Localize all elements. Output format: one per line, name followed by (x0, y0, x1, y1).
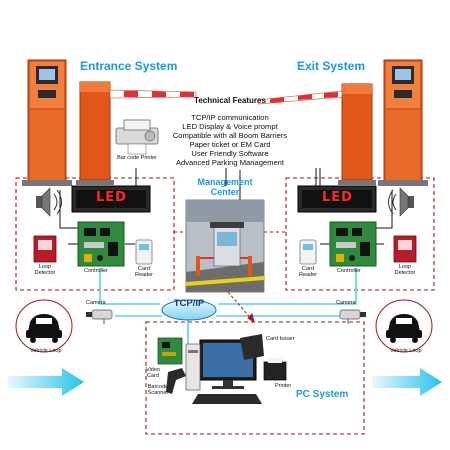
vehicle-loop-left (15, 299, 73, 353)
pc-printer (263, 358, 287, 381)
barcode-scanner-icon (166, 368, 186, 394)
barcode-printer-label: Bar code Printer (117, 155, 157, 161)
pc-system-title: PC System (296, 389, 349, 400)
speaker-icon-left (36, 187, 62, 217)
led-display-right-text: LED (322, 190, 353, 205)
vehicle-loop-right-label: Vehicle Loop (390, 348, 422, 354)
card-reader-left (135, 239, 153, 265)
loop-detector-left (33, 235, 57, 263)
entrance-system-title: Entrance System (80, 59, 178, 73)
video-card-board (157, 337, 183, 365)
camera-left-label: Camera (86, 300, 106, 306)
loop-detector-right-label: Loop Detector (394, 264, 416, 277)
entrance-ticket-terminal (22, 59, 72, 186)
camera-right-label: Camera (336, 300, 356, 306)
controller-board-left (77, 221, 125, 267)
loop-detector-right (393, 235, 417, 263)
controller-right-label: Controller (337, 268, 361, 274)
pc-tower (185, 343, 201, 391)
camera-icon-right (339, 309, 366, 324)
controller-board-right (329, 221, 377, 267)
exit-system-title: Exit System (297, 59, 366, 73)
feature-item: User Friendly Software (191, 149, 269, 159)
card-issuer-label: Card Issuer (266, 336, 295, 342)
video-card-label: Video Card (146, 367, 160, 380)
barcode-printer-icon (115, 119, 159, 155)
tcpip-oval (161, 299, 217, 321)
keyboard (192, 394, 262, 404)
camera-icon-left (86, 309, 113, 324)
management-center-title: Management Center (197, 177, 253, 197)
card-reader-right-label: Card Reader (298, 266, 318, 279)
vehicle-loop-right (375, 299, 433, 353)
vehicle-loop-left-label: Vehicle Loop (30, 348, 62, 354)
led-display-right (297, 185, 377, 213)
entrance-barrier (76, 81, 197, 185)
technical-features: Technical Features TCP/IP communication … (140, 96, 320, 167)
feature-item: Compatible with all Boom Barriers (172, 130, 288, 140)
features-heading: Technical Features (194, 96, 266, 105)
tcpip-label: TCP/IP (173, 298, 205, 309)
feature-item: Paper ticket or EM Card (189, 139, 271, 149)
loop-detector-left-label: Loop Detector (34, 264, 56, 277)
exit-ticket-terminal (378, 59, 428, 186)
pc-system-box (145, 321, 365, 435)
led-display-left (71, 185, 151, 213)
network-links (99, 268, 357, 344)
controller-left-label: Controller (84, 268, 108, 274)
feature-item: Advanced Parking Management (175, 158, 285, 168)
speaker-icon-right (388, 187, 414, 217)
card-issuer-device (240, 334, 264, 360)
red-arrows (227, 291, 255, 324)
entry-flow-arrow (8, 368, 84, 396)
led-display-left-text: LED (96, 190, 127, 205)
card-reader-left-label: Card Reader (134, 266, 154, 279)
exit-barrier (257, 83, 376, 185)
exit-flow-arrow (372, 368, 442, 396)
barcode-scanner-label: Barcode Scanner (147, 384, 169, 397)
feature-item: LED Display & Voice prompt (182, 121, 278, 131)
card-reader-right (299, 239, 317, 265)
management-center-image (185, 199, 265, 293)
printer-label: Printer (275, 383, 292, 389)
feature-item: TCP/IP communication (191, 112, 269, 122)
